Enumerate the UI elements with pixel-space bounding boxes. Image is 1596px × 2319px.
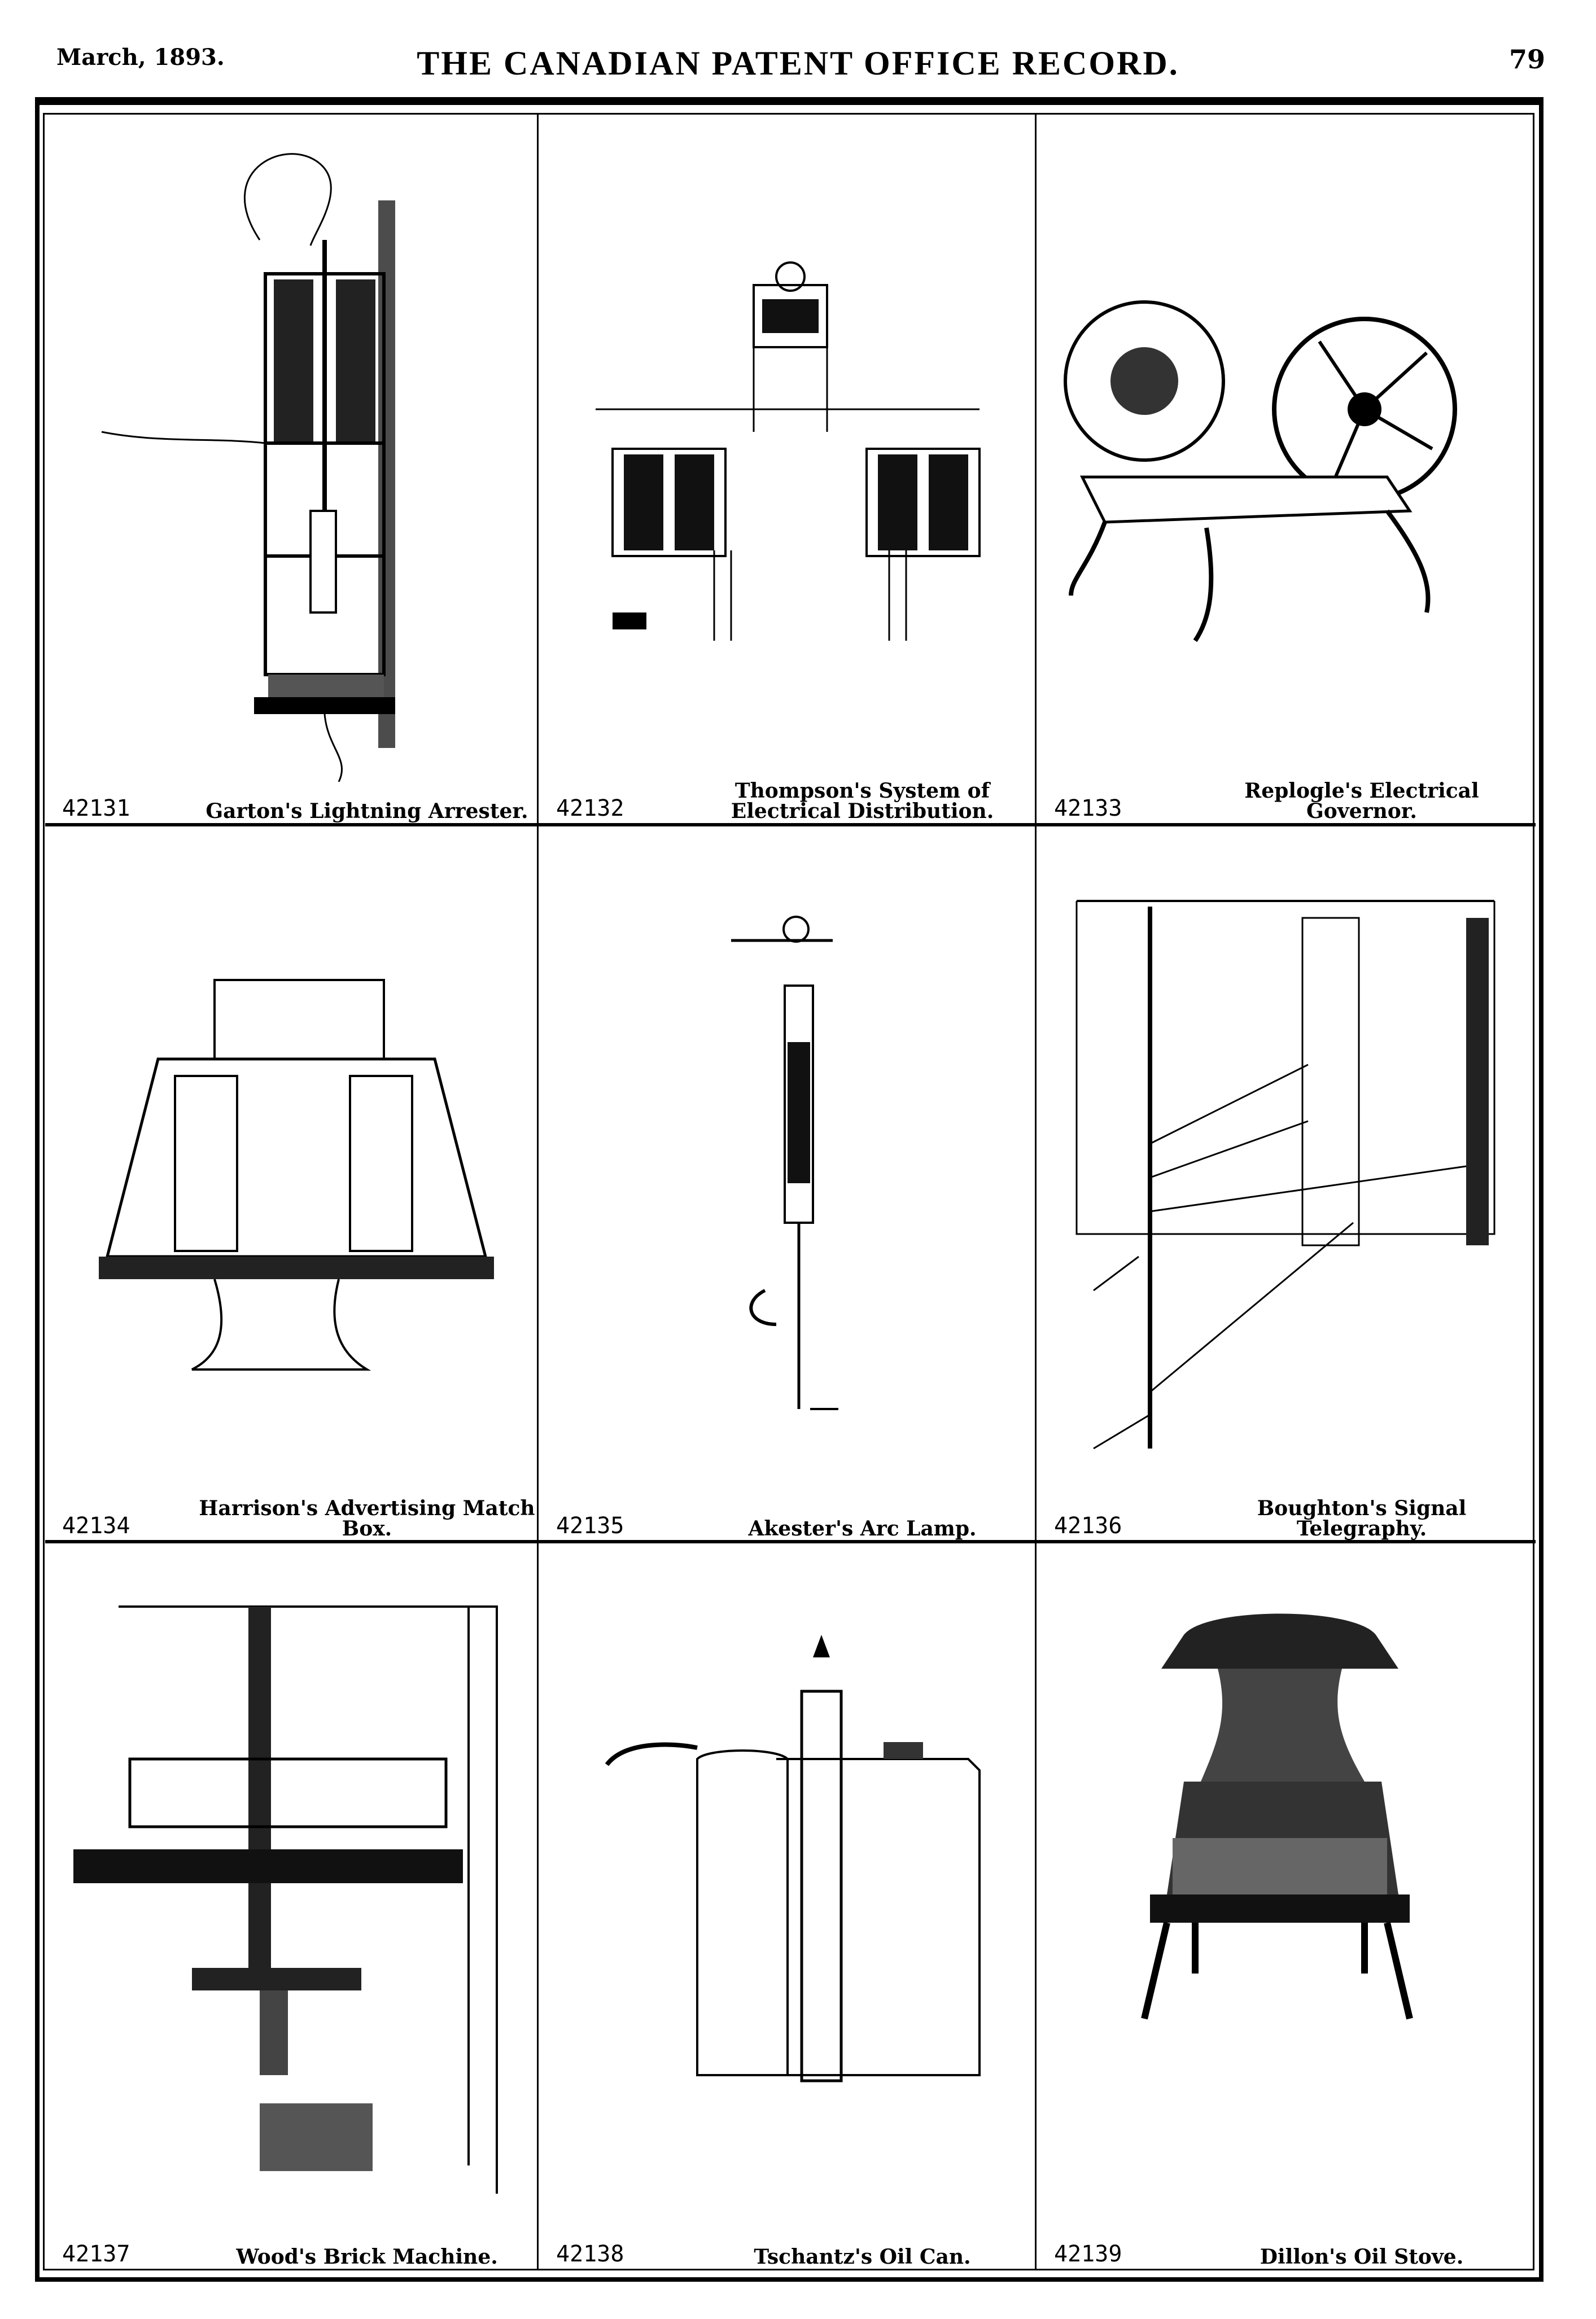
patent-title: Harrison's Advertising Match Box. (199, 1497, 535, 1541)
page-title: THE CANADIAN PATENT OFFICE RECORD. (417, 45, 1179, 82)
patent-figure-42139: 42139 Dillon's Oil Stove. (1037, 1544, 1534, 2267)
signal-telegraphy-drawing (1075, 900, 1496, 1450)
electrical-distribution-drawing (596, 261, 981, 641)
patent-number: 42137 (62, 2241, 130, 2267)
electrical-governor-drawing (1064, 300, 1457, 642)
patent-title: Akester's Arc Lamp. (748, 1517, 977, 1541)
oil-stove-drawing (1141, 1613, 1413, 2020)
column-divider (537, 113, 539, 2270)
patent-number: 42138 (556, 2241, 624, 2267)
patent-number: 42133 (1054, 795, 1122, 821)
issue-date: March, 1893. (56, 44, 225, 71)
patent-number: 42139 (1054, 2241, 1122, 2267)
patent-number: 42132 (556, 795, 624, 821)
match-box-drawing (99, 979, 494, 1371)
patent-figure-42131: 42131 Garton's Lightning Arrester. (45, 116, 536, 821)
row-divider (45, 1540, 1536, 1543)
lightning-arrester-drawing (101, 153, 395, 782)
patent-figure-42135: 42135 Akester's Arc Lamp. (539, 828, 1033, 1539)
brick-machine-drawing (73, 1605, 498, 2194)
patent-number: 42134 (62, 1513, 130, 1539)
patent-number: 42136 (1054, 1513, 1122, 1539)
patent-figure-42132: 42132 Thompson's System of Electrical Dis… (539, 116, 1033, 821)
page-number: 79 (1508, 44, 1545, 75)
patent-title: Thompson's System of Electrical Distribu… (731, 779, 994, 823)
oil-can-drawing (605, 1635, 981, 2082)
column-divider (1035, 113, 1037, 2270)
patent-figure-42134: 42134 Harrison's Advertising Match Box. (45, 828, 536, 1539)
patent-figure-42138: 42138 Tschantz's Oil Can. (539, 1544, 1033, 2267)
arc-lamp-drawing (731, 916, 838, 1410)
patent-title: Boughton's Signal Telegraphy. (1257, 1497, 1467, 1541)
page-border (35, 97, 1543, 2282)
patent-figure-42133: 42133 Replogle's Electrical Governor. (1037, 116, 1534, 821)
patent-figure-42137: 42137 Wood's Brick Machine. (45, 1544, 536, 2267)
patent-title: Garton's Lightning Arrester. (205, 799, 528, 823)
patent-title: Wood's Brick Machine. (236, 2245, 498, 2269)
row-divider (45, 823, 1536, 826)
patent-title: Replogle's Electrical Governor. (1244, 779, 1479, 823)
patent-number: 42131 (62, 795, 130, 821)
patent-title: Dillon's Oil Stove. (1260, 2245, 1464, 2269)
patent-title: Tschantz's Oil Can. (754, 2245, 971, 2269)
patent-figure-42136: 42136 Boughton's Signal Telegraphy. (1037, 828, 1534, 1539)
patent-number: 42135 (556, 1513, 624, 1539)
inner-border (43, 113, 1534, 2270)
